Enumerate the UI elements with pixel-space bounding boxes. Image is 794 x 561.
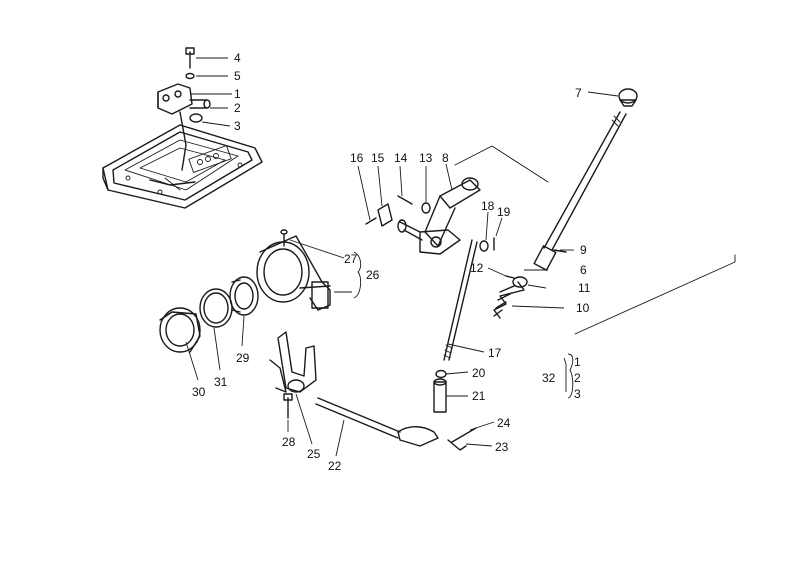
callout-7: 7 [575,86,582,100]
clutch-housing [256,229,331,311]
callout-12: 12 [470,261,484,275]
callout-1: 1 [234,87,241,101]
callout-10: 10 [576,301,590,315]
callout-19: 19 [497,205,511,219]
leader-lines [185,57,619,457]
callout-25: 25 [307,447,321,461]
callout-30: 30 [192,385,206,399]
callout-6: 6 [580,263,587,277]
callout-26: 26 [366,268,380,282]
callout-31: 31 [214,375,228,389]
callout-15: 15 [371,151,385,165]
callout-20: 20 [472,366,486,380]
shift-shaft-and-fork [269,331,477,451]
spring-assembly [493,275,528,319]
callout-5: 5 [234,69,241,83]
callout-32-1: 1 [574,355,581,369]
callout-8: 8 [442,151,449,165]
callout-labels: 4 5 1 2 3 7 16 15 14 13 8 18 19 9 12 6 1… [192,51,591,473]
lever-housing-frame [454,145,736,335]
callout-2: 2 [234,101,241,115]
callout-24: 24 [497,416,511,430]
callout-4: 4 [234,51,241,65]
bearing-29 [229,276,259,316]
callout-22: 22 [328,459,342,473]
callout-16: 16 [350,151,364,165]
callout-21: 21 [472,389,486,403]
shift-cover-assembly [102,47,263,209]
callout-11: 11 [578,281,591,295]
callout-14: 14 [394,151,408,165]
callout-27: 27 [344,252,358,266]
callout-9: 9 [580,243,587,257]
callout-28: 28 [282,435,296,449]
callout-32: 32 [542,371,556,385]
callout-32-3: 3 [574,387,581,401]
callout-17: 17 [488,346,502,360]
callout-3: 3 [234,119,241,133]
callout-13: 13 [419,151,433,165]
callout-18: 18 [481,199,495,213]
rod-end-parts [433,369,447,413]
shift-lever [533,88,638,271]
seal-30 [159,307,201,353]
lever-arm-assembly [365,177,495,361]
callout-29: 29 [236,351,250,365]
callout-32-2: 2 [574,371,581,385]
callout-23: 23 [495,440,509,454]
bearing-31 [199,288,233,328]
